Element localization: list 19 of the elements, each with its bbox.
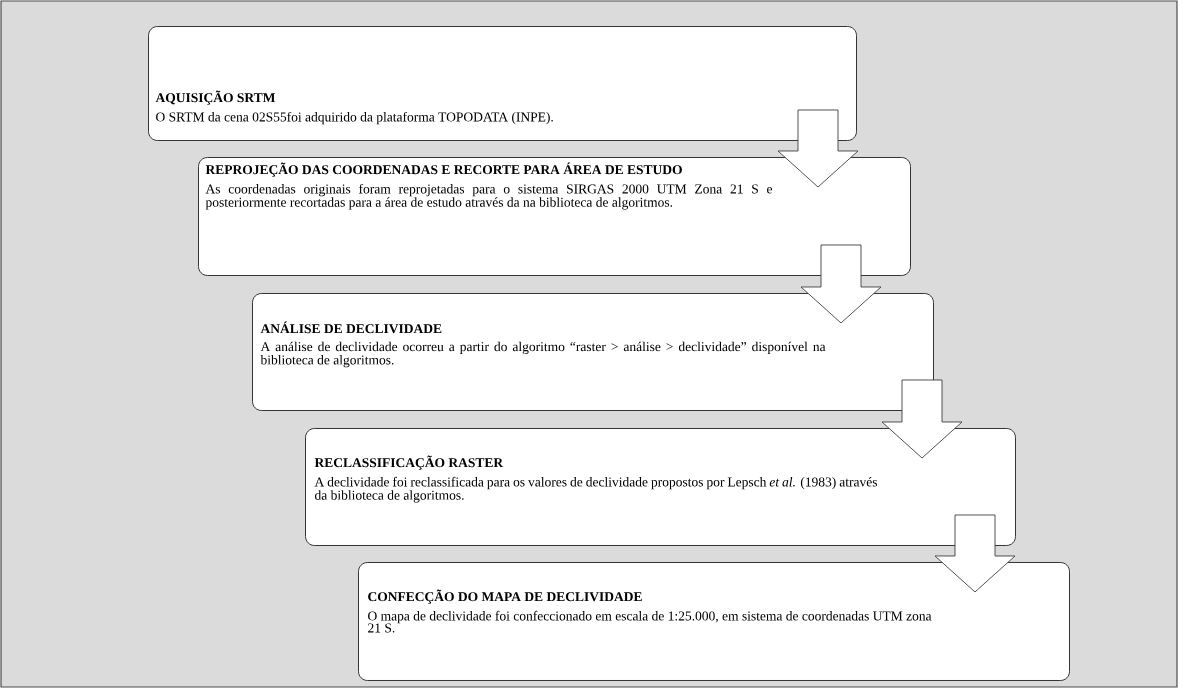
step-heading: REPROJEÇÃO DAS COORDENADAS E RECORTE PARA ÁREA DE ESTUDO — [205, 162, 682, 177]
block-arrow — [800, 244, 882, 324]
step-heading: ANÁLISE DE DECLIVIDADE — [260, 321, 442, 334]
step-heading: CONFECÇÃO DO MAPA DE DECLIVIDADE — [368, 589, 642, 604]
step-box — [358, 562, 1070, 681]
block-arrow — [881, 379, 963, 459]
block-arrow — [934, 514, 1016, 593]
step-box — [305, 428, 1016, 546]
step-box — [252, 293, 934, 411]
step-description: O mapa de declividade foi confeccionado em escala de 1:25.000, em sistema de coordenadas UTM zona 21 S. — [368, 610, 932, 633]
step-description: O SRTM da cena 02S55foi adquirido da plataforma TOPODATA (INPE). — [156, 111, 553, 125]
step-description: A declividade foi reclassificada para os valores de declividade propostos por Lepsch et al. (1983) através da biblioteca de algoritmos. — [314, 476, 877, 503]
block-arrow — [777, 109, 859, 188]
step-description: As coordenadas originais foram reprojetadas para o sistema SIRGAS 2000 UTM Zona 21 S e posteriormente recortadas para a área de estudo através da na biblioteca de algoritmos. — [205, 183, 773, 210]
step-box — [198, 157, 911, 276]
step-description: A análise de declividade ocorreu a partir do algoritmo “raster > análise > declividade” disponível na biblioteca de algoritmos. — [260, 341, 826, 368]
step-heading: RECLASSIFICAÇÃO RASTER — [314, 455, 504, 470]
step-box — [148, 26, 857, 141]
step-heading: AQUISIÇÃO SRTM — [155, 90, 276, 105]
